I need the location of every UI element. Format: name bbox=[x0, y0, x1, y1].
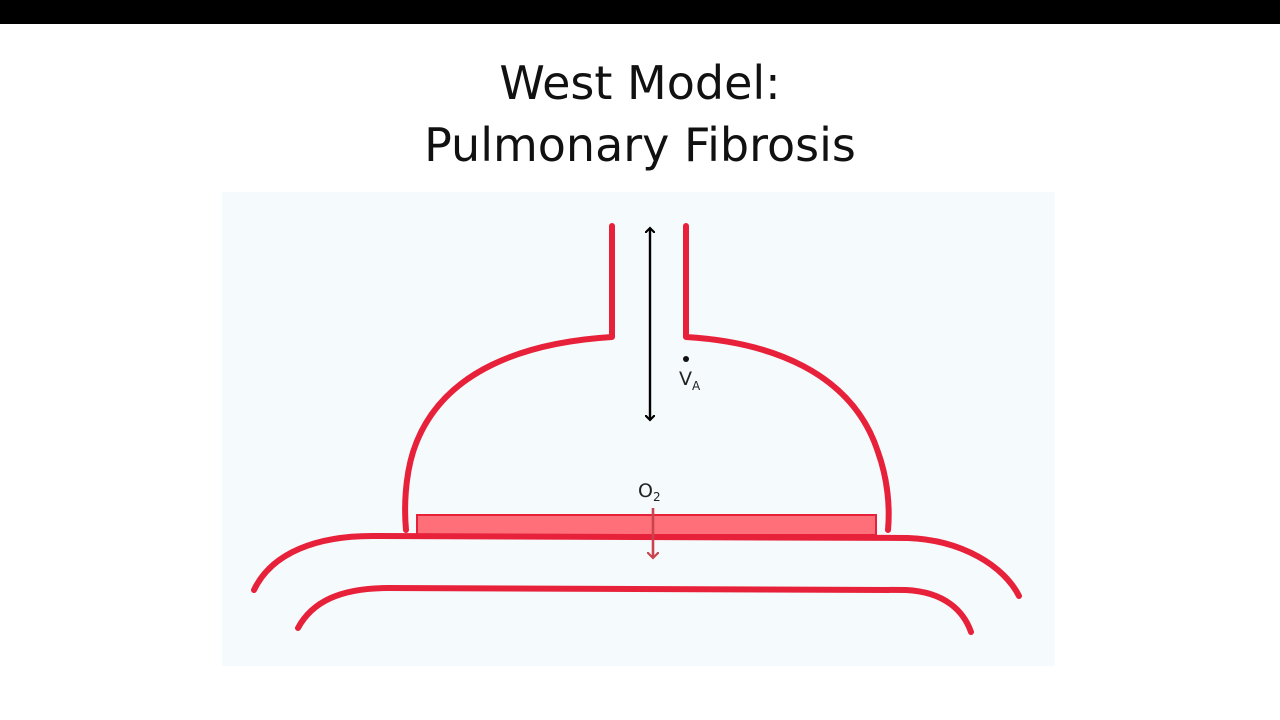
ventilation-label: VA bbox=[679, 368, 701, 393]
capillary-upper-wall bbox=[251, 533, 1022, 599]
top-black-bar bbox=[0, 0, 1280, 24]
title-line-1: West Model: bbox=[499, 56, 781, 110]
alveolus-left-wall bbox=[402, 223, 615, 533]
title-line-2: Pulmonary Fibrosis bbox=[424, 118, 856, 172]
oxygen-label: O2 bbox=[638, 480, 661, 504]
fibrotic-membrane bbox=[416, 514, 877, 536]
slide-title: West Model: Pulmonary Fibrosis bbox=[0, 52, 1280, 176]
alveolus-right-wall bbox=[683, 223, 892, 533]
capillary-lower-wall bbox=[295, 585, 974, 635]
ventilation-dot bbox=[683, 356, 689, 362]
